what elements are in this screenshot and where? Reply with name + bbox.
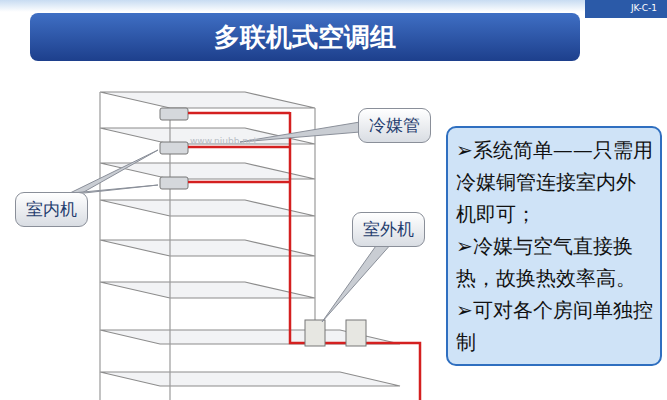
title-bar [30,13,580,61]
refrigerant-pipes [188,112,420,400]
callout-pointer [70,150,158,193]
title: 多联机式空调组 [30,13,580,61]
building [100,92,400,400]
floor-slab [100,200,315,216]
callout-pointer [322,243,392,322]
floor-slab [100,163,315,179]
info-box: ➢系统简单——只需用冷媒铜管连接室内外机即可；➢冷媒与空气直接换热，故换热效率高… [446,126,662,366]
callout-pointer [72,185,158,193]
floor-slab [100,282,315,298]
callout-bubble: 冷媒管 [358,108,431,143]
callout-pointer [240,122,360,142]
watermark: www.niubb.net [190,136,257,146]
outdoor-unit [305,320,325,346]
indoor-unit [160,142,188,154]
floor-slab [100,372,400,386]
pipe [188,112,420,400]
indoor-units [160,108,188,189]
callout-bubble: 室外机 [352,212,425,247]
corner-tab [585,0,667,18]
building-column [314,108,315,330]
bullet-text: ➢系统简单——只需用冷媒铜管连接室内外机即可； [456,134,654,230]
outdoor-unit [346,320,366,346]
bullet-text: ➢冷媒与空气直接换热，故换热效率高。 [456,230,654,294]
floor-slab [100,92,315,108]
top-band [0,0,667,12]
callout-label: 冷媒管 [369,114,420,137]
callout-label: 室外机 [363,218,414,241]
building-column [99,92,100,400]
bullet-text: ➢可对各个房间单独控制 [456,294,654,358]
callout-label: 室内机 [26,198,77,221]
callout-bubble: 室内机 [15,192,88,227]
page-code: JK-C-1 [631,3,657,13]
indoor-unit [160,177,188,189]
callout-pointers [70,122,392,322]
indoor-unit [160,108,188,120]
floor-slab [100,240,315,256]
